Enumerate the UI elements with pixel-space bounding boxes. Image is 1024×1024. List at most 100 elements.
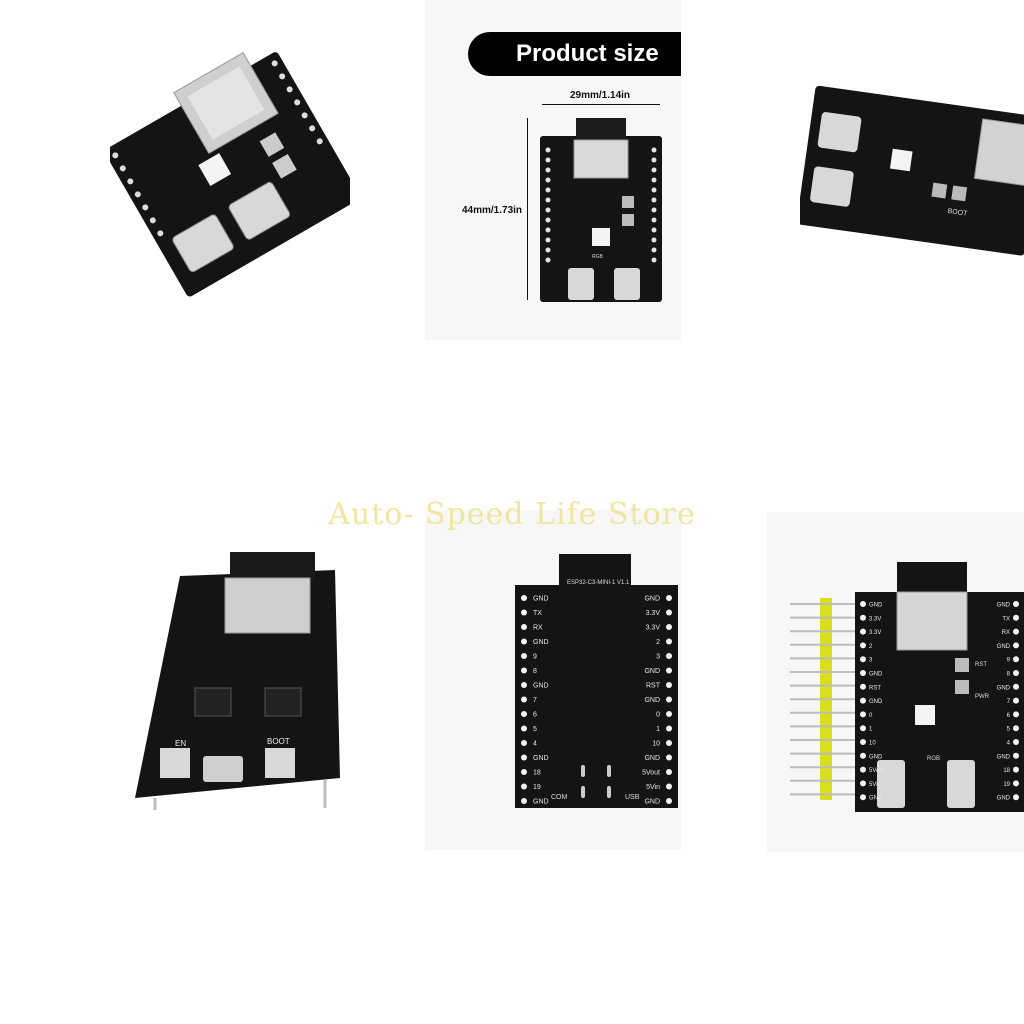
back-right-pin-pad <box>666 696 672 703</box>
back-right-pin-label: GND <box>644 755 660 762</box>
back-right-pin-label: GND <box>644 668 660 675</box>
back-left-pin-pad <box>521 711 527 717</box>
back-left-pin-pad <box>521 740 527 746</box>
back-right-pin-label: 3.3V <box>646 625 661 632</box>
back-left-pin-label: GND <box>533 596 549 603</box>
front-left-pin-label: 0 <box>869 713 873 719</box>
front-right-pin-pad <box>1013 780 1019 787</box>
rgb-label: RGB <box>592 254 604 260</box>
boot-label-right-photo: BOOT <box>947 208 968 218</box>
back-right-pin-pad <box>666 783 672 790</box>
back-right-pin-label: RST <box>646 683 661 690</box>
back-right-pin-label: 1 <box>656 726 660 733</box>
back-right-pin-pad <box>666 798 672 804</box>
front-left-pin-pad <box>860 711 866 718</box>
front-left-pin-label: 1 <box>869 727 873 733</box>
back-right-pin-label: GND <box>644 799 660 806</box>
front-left-pin-pad <box>860 642 866 649</box>
back-right-pin-pad <box>666 769 672 775</box>
front-left-pin-label: 5Vin <box>869 782 881 788</box>
rst-label: RST <box>975 662 987 668</box>
front-left-pin-label: 3.3V <box>869 616 881 622</box>
front-right-pin-label: 18 <box>1003 768 1010 774</box>
back-right-pin-pad <box>666 638 672 645</box>
front-left-pin-pad <box>860 725 866 732</box>
front-left-pin-pad <box>860 670 866 676</box>
back-right-pin-pad <box>666 653 672 659</box>
back-right-pin-label: 3 <box>656 654 660 661</box>
front-right-pin-label: 7 <box>1007 699 1011 705</box>
front-right-pin-label: GND <box>997 644 1011 650</box>
back-right-pin-label: 5Vout <box>642 770 660 777</box>
back-left-pin-pad <box>521 783 527 790</box>
back-right-pin-label: GND <box>644 596 660 603</box>
front-right-pin-label: 8 <box>1007 672 1011 678</box>
front-left-pin-label: 3.3V <box>869 630 881 636</box>
back-left-pin-pad <box>521 653 527 659</box>
boot-label: BOOT <box>267 737 290 746</box>
back-left-pin-pad <box>521 638 527 645</box>
front-left-pin-pad <box>860 628 866 635</box>
rgb-label-front: RGB <box>927 756 940 762</box>
back-left-pin-pad <box>521 609 527 616</box>
front-right-pin-pad <box>1013 739 1019 745</box>
front-right-pin-pad <box>1013 670 1019 676</box>
back-left-pin-pad <box>521 595 527 601</box>
usb-label: USB <box>625 794 640 801</box>
back-left-pin-label: GND <box>533 639 549 646</box>
front-left-pin-label: GND <box>869 754 883 760</box>
store-watermark: Auto- Speed Life Store <box>328 497 696 532</box>
front-right-pin-pad <box>1013 642 1019 649</box>
back-left-pin-pad <box>521 769 527 775</box>
front-left-pin-pad <box>860 614 866 621</box>
back-left-pin-pad <box>521 754 527 761</box>
front-right-pin-pad <box>1013 725 1019 732</box>
back-right-pin-label: 10 <box>652 741 660 748</box>
product-photo-angled-left <box>104 40 361 300</box>
back-left-pin-label: GND <box>533 799 549 806</box>
width-dimension-line <box>542 104 660 105</box>
back-left-pin-label: GND <box>533 683 549 690</box>
back-left-pin-pad <box>521 696 527 703</box>
back-left-pin-label: 7 <box>533 697 537 704</box>
front-right-pin-pad <box>1013 601 1019 607</box>
back-right-pin-pad <box>666 740 672 746</box>
back-right-pin-pad <box>666 667 672 674</box>
front-right-pin-label: GND <box>997 754 1011 760</box>
back-left-pin-label: 8 <box>533 668 537 675</box>
front-left-pin-pad <box>860 752 866 759</box>
front-left-pin-label: GND <box>869 796 883 802</box>
back-left-pin-label: 19 <box>533 784 541 791</box>
height-dimension-label: 44mm/1.73in <box>462 205 523 216</box>
front-left-pin-label: GND <box>869 672 883 678</box>
back-left-pin-label: TX <box>533 610 542 617</box>
front-left-pin-label: RST <box>869 685 881 691</box>
back-right-pin-pad <box>666 711 672 717</box>
front-right-pin-pad <box>1013 711 1019 718</box>
front-right-pin-label: 5 <box>1007 727 1011 733</box>
back-right-pin-pad <box>666 725 672 732</box>
front-left-pin-pad <box>860 697 866 704</box>
front-right-pin-label: 6 <box>1007 713 1011 719</box>
back-left-pin-label: 5 <box>533 726 537 733</box>
back-left-pin-label: 6 <box>533 712 537 719</box>
front-right-pin-label: GND <box>997 796 1011 802</box>
header-pins <box>790 600 856 800</box>
com-label: COM <box>551 794 568 801</box>
back-left-pin-label: RX <box>533 625 543 632</box>
product-photo-micro-usb-board: EN BOOT <box>125 548 350 818</box>
front-right-pin-pad <box>1013 697 1019 704</box>
back-right-pin-pad <box>666 609 672 616</box>
front-left-pin-label: 5Vout <box>869 768 885 774</box>
front-right-pin-label: RX <box>1002 630 1010 636</box>
back-right-pin-pad <box>666 595 672 601</box>
back-right-pin-pad <box>666 682 672 688</box>
front-left-pin-pad <box>860 656 866 663</box>
front-left-pin-pad <box>860 683 866 690</box>
front-right-pin-label: GND <box>997 603 1011 609</box>
front-right-pin-label: 9 <box>1007 658 1011 664</box>
back-left-pin-pad <box>521 667 527 674</box>
product-size-heading: Product size <box>468 32 681 76</box>
